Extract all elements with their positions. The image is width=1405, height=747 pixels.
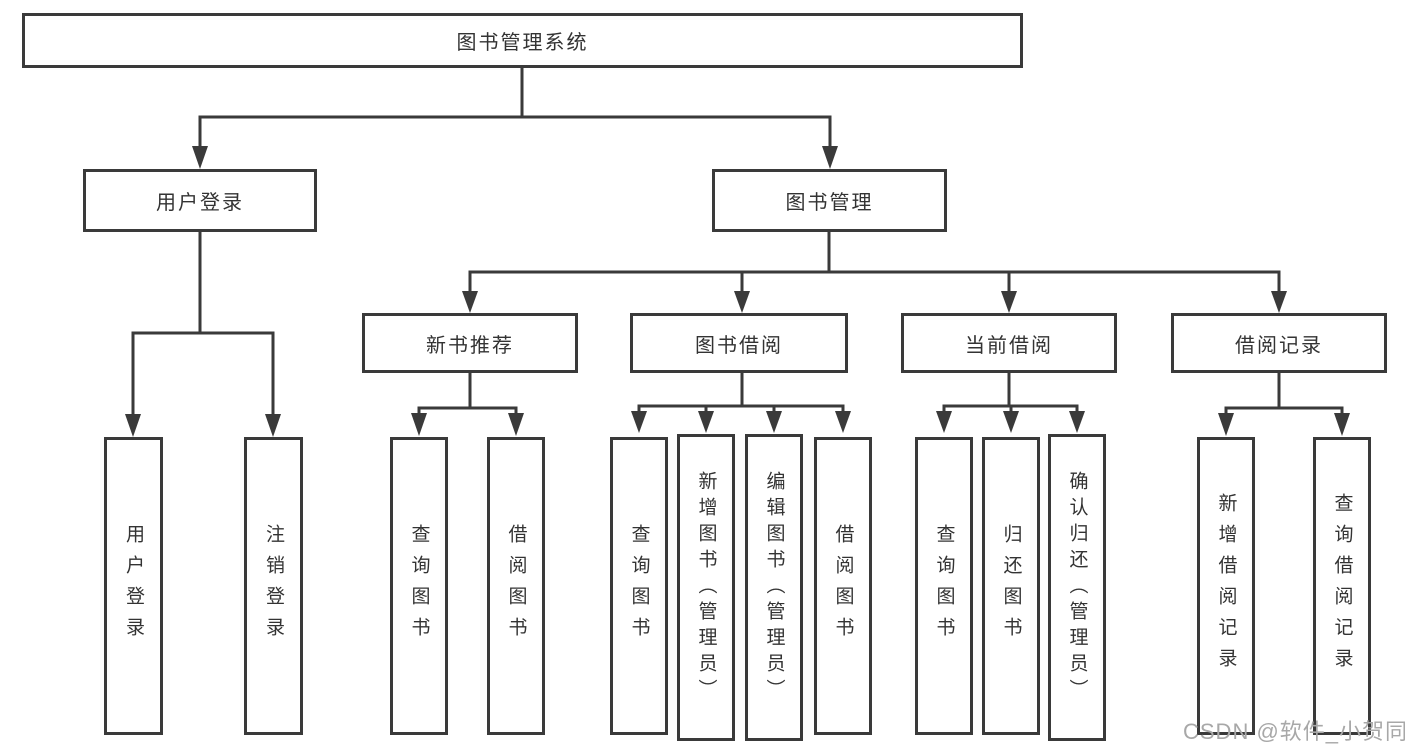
leaf-edit-book-admin: 编辑图书（管理员） bbox=[745, 434, 803, 741]
node-new-book-recommend: 新书推荐 bbox=[362, 313, 578, 373]
leaf-add-borrow-record: 新增借阅记录 bbox=[1197, 437, 1255, 735]
csdn-watermark: CSDN @软件_小贺同学 bbox=[1183, 719, 1405, 744]
node-book-borrow: 图书借阅 bbox=[630, 313, 848, 373]
leaf-borrow-book-recommend: 借阅图书 bbox=[487, 437, 545, 735]
leaf-query-book-borrow: 查询图书 bbox=[610, 437, 668, 735]
leaf-user-login: 用户登录 bbox=[104, 437, 163, 735]
leaf-borrow-book: 借阅图书 bbox=[814, 437, 872, 735]
leaf-query-book-current: 查询图书 bbox=[915, 437, 973, 735]
node-book-management-branch: 图书管理 bbox=[712, 169, 947, 232]
node-current-borrow: 当前借阅 bbox=[901, 313, 1117, 373]
leaf-return-book: 归还图书 bbox=[982, 437, 1040, 735]
node-root-library-system: 图书管理系统 bbox=[22, 13, 1023, 68]
leaf-logout: 注销登录 bbox=[244, 437, 303, 735]
leaf-query-book-recommend: 查询图书 bbox=[390, 437, 448, 735]
leaf-query-borrow-record: 查询借阅记录 bbox=[1313, 437, 1371, 735]
node-borrow-record: 借阅记录 bbox=[1171, 313, 1387, 373]
leaf-confirm-return-admin: 确认归还（管理员） bbox=[1048, 434, 1106, 741]
node-user-login-branch: 用户登录 bbox=[83, 169, 317, 232]
leaf-add-book-admin: 新增图书（管理员） bbox=[677, 434, 735, 741]
